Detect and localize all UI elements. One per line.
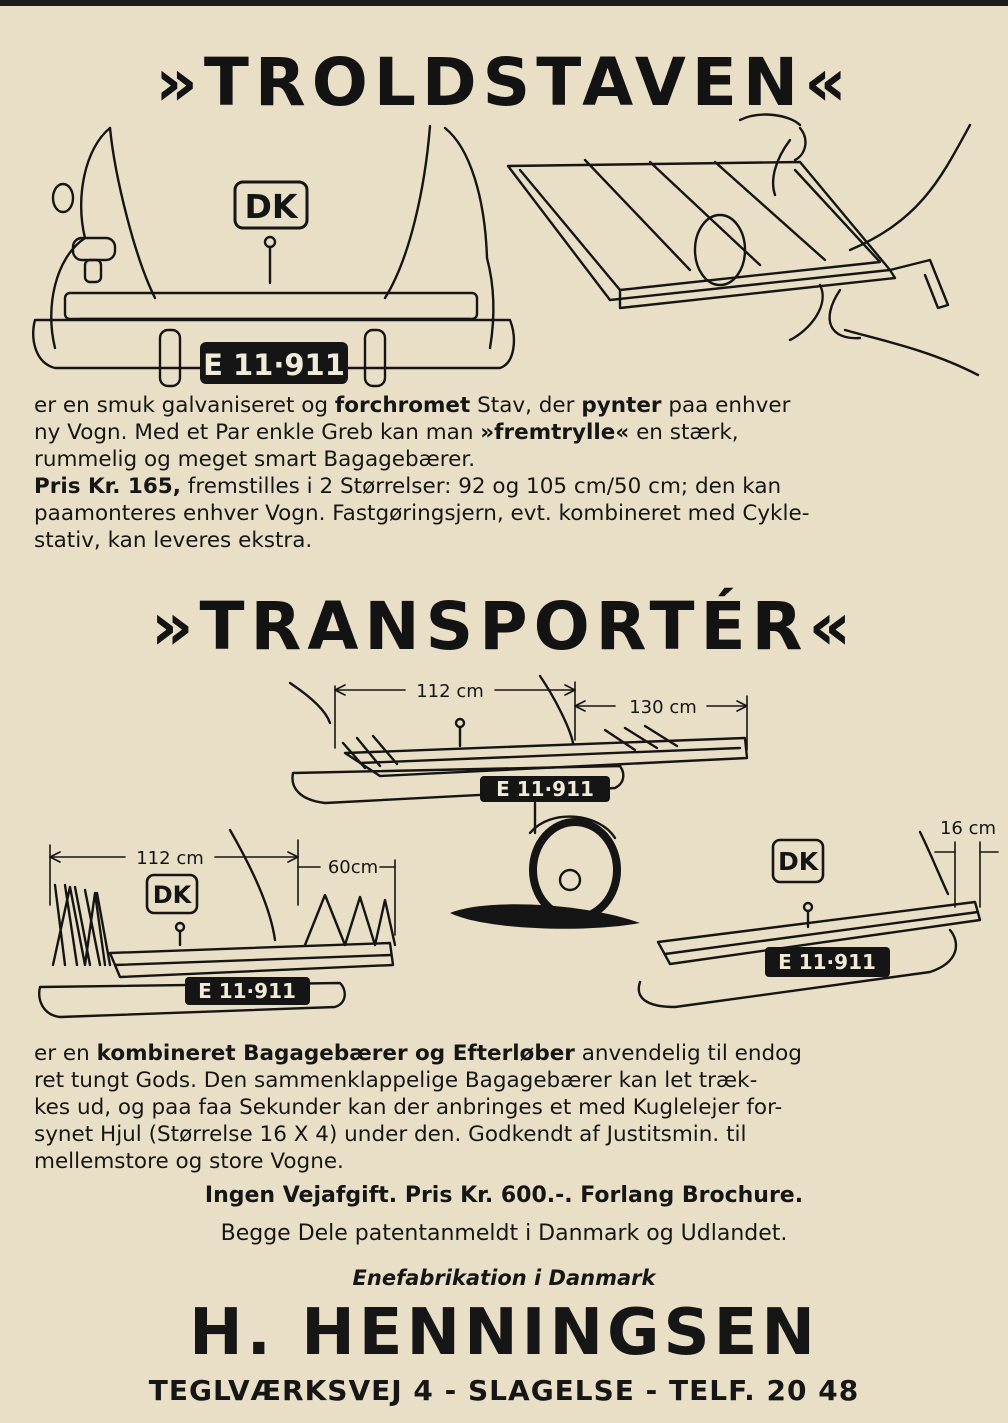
- desc2-line1: er en kombineret Bagagebærer og Efterløb…: [34, 1041, 802, 1066]
- desc1-line6: stativ, kan leveres ekstra.: [34, 528, 313, 553]
- desc2-line4: synet Hjul (Størrelse 16 X 4) under den.…: [34, 1122, 747, 1147]
- patent-line: Begge Dele patentanmeldt i Danmark og Ud…: [220, 1221, 788, 1246]
- dim-112-left: 112 cm: [136, 848, 204, 869]
- top-rule: [0, 0, 1008, 6]
- desc2-line3: kes ud, og paa faa Sekunder kan der anbr…: [34, 1095, 783, 1120]
- headline-transporter: »TRANSPORTÉR«: [150, 588, 858, 665]
- headline-troldstaven: »TROLDSTAVEN«: [155, 44, 853, 121]
- dim-16: 16 cm: [940, 818, 996, 839]
- plate-text-right: E 11·911: [778, 950, 876, 974]
- dk-badge-text: DK: [245, 187, 299, 226]
- dim-112-top: 112 cm: [416, 681, 484, 702]
- desc1-line5: paamonteres enhver Vogn. Fastgøringsjern…: [34, 501, 810, 526]
- transporter-retracted-illustration: 16 cm DK E 11·911: [637, 818, 999, 1009]
- dim-130: 130 cm: [629, 697, 697, 718]
- transporter-description: er en kombineret Bagagebærer og Efterløb…: [34, 1040, 984, 1175]
- dk-badge-left: DK: [153, 881, 193, 909]
- desc1-line3: rummelig og meget smart Bagagebærer.: [34, 447, 476, 472]
- desc1-line1: er en smuk galvaniseret og forchromet St…: [34, 393, 791, 418]
- company-name: H. HENNINGSEN: [189, 1296, 819, 1370]
- desc2-line5: mellemstore og store Vogne.: [34, 1149, 344, 1174]
- dim-60: 60cm: [328, 857, 378, 878]
- desc2-line2: ret tungt Gods. Den sammenklappelige Bag…: [34, 1068, 758, 1093]
- plate-text: E 11·911: [203, 348, 345, 382]
- rack-frame-illustration: [506, 113, 980, 377]
- desc1-line2: ny Vogn. Med et Par enkle Greb kan man »…: [34, 420, 739, 445]
- car-rear-illustration: DK E 11·911: [32, 124, 516, 388]
- plate-text-wheel: E 11·911: [496, 777, 594, 801]
- transporter-folded-illustration: 112 cm 60cm DK E 11·911: [38, 828, 397, 1019]
- company-address: TEGLVÆRKSVEJ 4 - SLAGELSE - TELF. 20 48: [148, 1374, 860, 1407]
- manufacture-line: Enefabrikation i Danmark: [352, 1266, 656, 1290]
- plate-text-left: E 11·911: [198, 979, 296, 1003]
- troldstaven-description: er en smuk galvaniseret og forchromet St…: [34, 392, 984, 554]
- desc1-line4: Pris Kr. 165, fremstilles i 2 Størrelser…: [34, 474, 782, 499]
- dk-badge-right: DK: [778, 847, 820, 876]
- price-line: Ingen Vejafgift. Pris Kr. 600.-. Forlang…: [204, 1183, 804, 1208]
- transporter-wheel-illustration: 112 cm 130 cm E 11·911: [288, 674, 749, 929]
